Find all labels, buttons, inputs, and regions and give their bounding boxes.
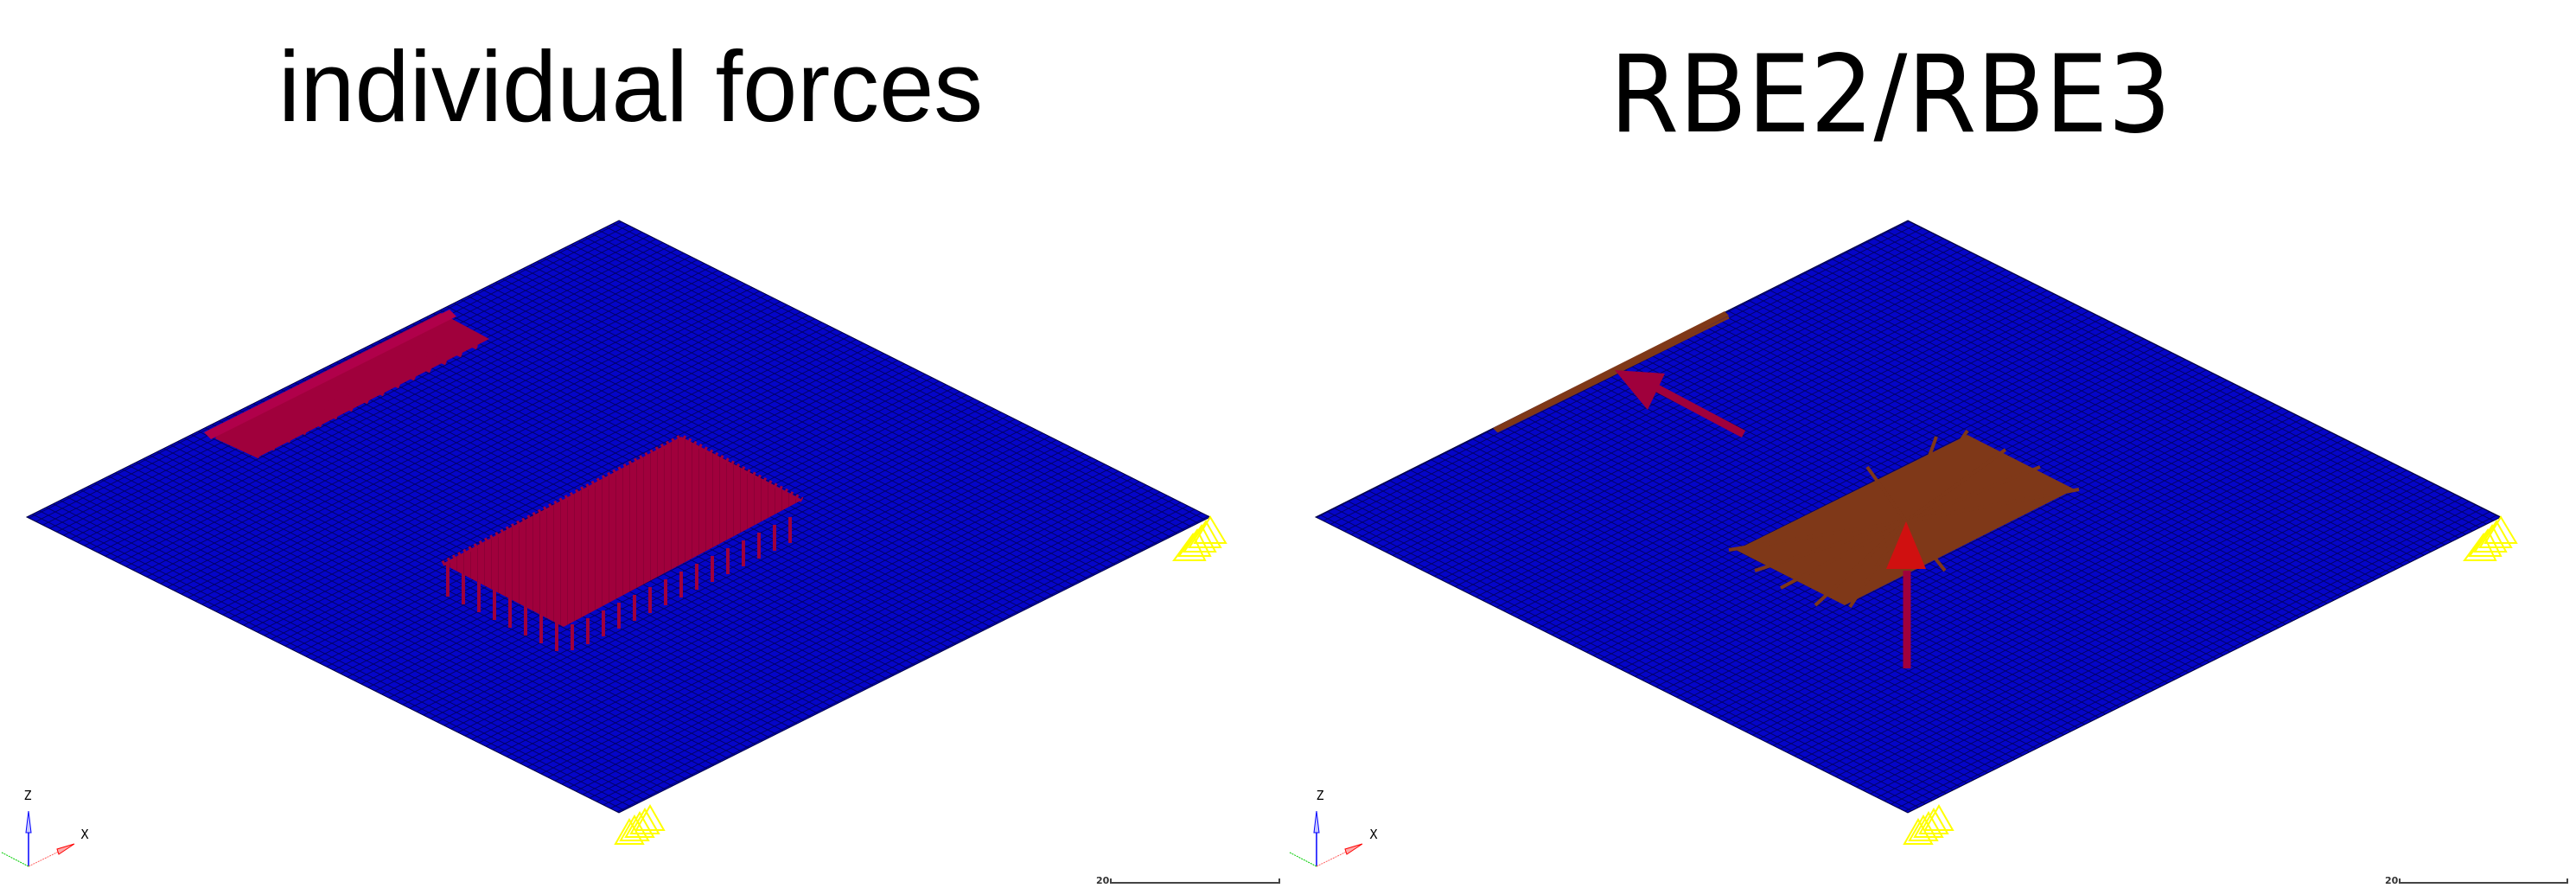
panel-title: individual forces [278,30,984,143]
triad-x-label: X [80,827,88,842]
edge-resultant-force-arrow [1615,370,1746,438]
scale-bar: 20 [1096,875,1280,886]
fe-model-viewport[interactable]: Z X 20 [1288,0,2576,888]
constraint-symbols [614,515,1227,845]
scale-bar: 20 [2385,875,2568,886]
constraint-right-corner [2463,515,2518,561]
scale-bar-label: 20 [2385,875,2399,886]
fe-model-viewport[interactable]: Z X 20 [0,0,1288,888]
patch-resultant-force-arrow [1886,521,1926,668]
triad-z-label: Z [23,788,31,803]
rbe-edge-element [1493,311,1730,433]
constraint-bottom-corner [614,803,666,845]
constraint-right-corner [1172,515,1227,561]
scale-bar-label: 20 [1096,875,1110,886]
coordinate-triad: Z X [1289,788,1378,867]
panel-individual-forces: individual forces [0,0,1288,888]
patch-forces [441,433,804,651]
constraint-bottom-corner [1903,803,1954,845]
panel-rbe2-rbe3: RBE2/RBE3 [1288,0,2576,888]
triad-x-label: X [1369,827,1377,842]
edge-forces [204,310,489,459]
coordinate-triad: Z X [1,788,89,867]
constraint-symbols [1903,515,2518,845]
rbe-spider-element [1728,429,2080,609]
panel-title: RBE2/RBE3 [1610,33,2171,157]
triad-z-label: Z [1316,788,1323,803]
